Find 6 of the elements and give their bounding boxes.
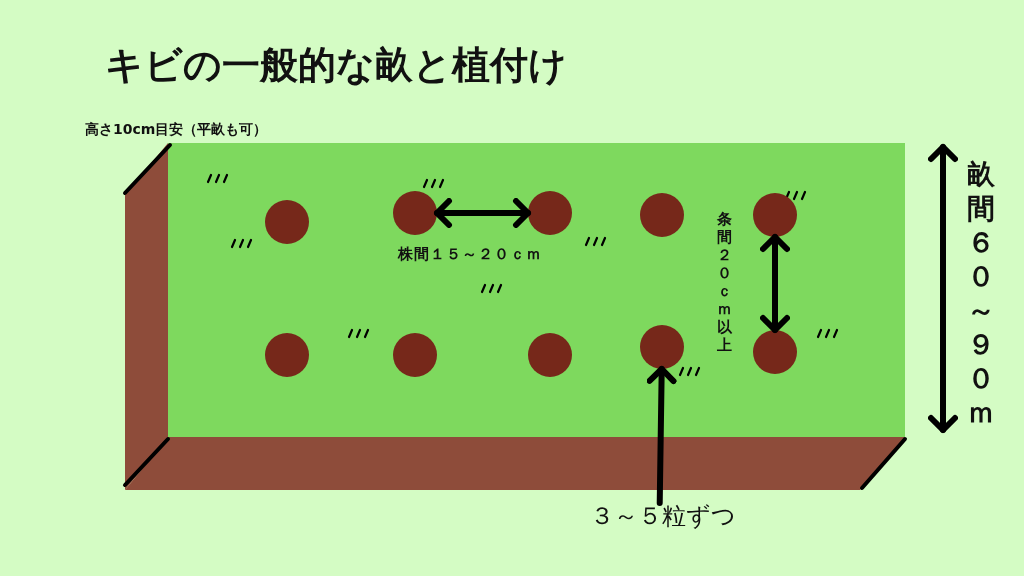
note-text: ３～５粒ずつ	[590, 500, 736, 532]
edge-label: 株間１５～２０ｃｍ	[398, 245, 542, 264]
dimension-label: 畝間６０～９０ｍ	[966, 158, 996, 430]
title: キビの一般的な畝と植付け	[105, 42, 567, 89]
height-note: 高さ10cm目安（平畝も可）	[85, 121, 268, 139]
edge-label: 条間２０ｃｍ以上	[716, 210, 732, 354]
